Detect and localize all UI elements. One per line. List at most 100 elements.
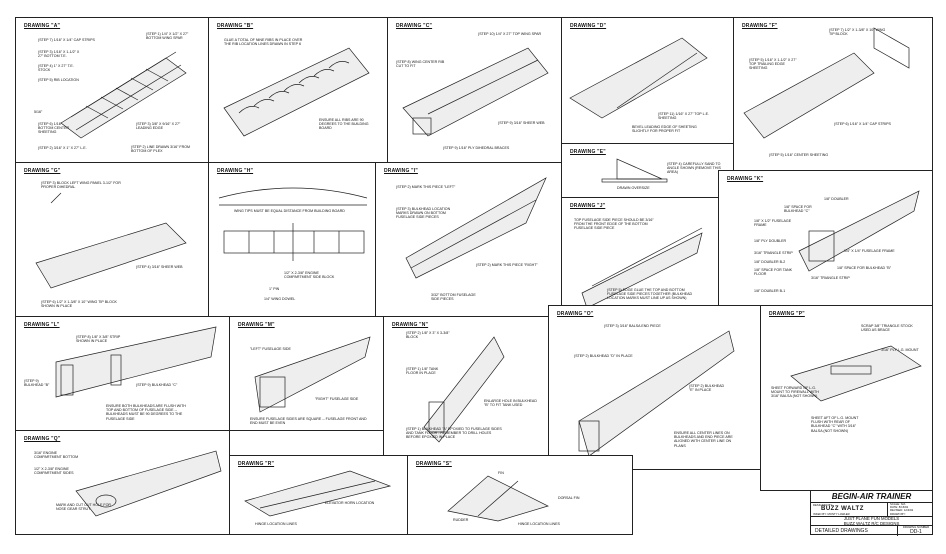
callout: SCRAP 3/8" TRIANGLE STOCK USED AS BRACE (861, 324, 913, 333)
callout: (STEP 2) 3/16" x 1" x 27" L.E. (38, 146, 87, 150)
callout: 1/2" x 2-3/8" ENGINE COMPARTMENT SIDE BL… (284, 271, 335, 280)
callout: 1/8" PLY DOUBLER (754, 239, 787, 243)
callout: 1/8" SPACE FOR TANK FLOOR (754, 268, 793, 277)
callout: DRAWN OVERSIZE (617, 186, 650, 190)
dihedral-illustration (35, 192, 187, 289)
callout: 1/8" x 1/2" FUSELAGE FRAME (754, 219, 792, 228)
drawing-o-panel: DRAWING "O" (STEP 3) 3/16" BALSA END PIE… (548, 305, 761, 470)
drawing-title: DRAWING "I" (384, 168, 418, 174)
callout: (STEP 6) 1/2" x 1-3/8" x 10" WING TIP BL… (41, 300, 117, 309)
callout: 1/4" x 1/4" FUSELAGE FRAME (844, 249, 895, 253)
callout: (STEP 3) BULKHEAD LOCATION MARKS DRAWN O… (396, 207, 451, 220)
drawing-g-panel: DRAWING "G" (STEP 3) BLOCK LEFT WING PAN… (15, 162, 209, 317)
callout: (STEP 7) 1/16" x 1/4" CAP STRIPS (38, 38, 95, 42)
callout: 1/8" DOUBLER B-2 (754, 260, 786, 264)
drawing-info: SCALE: N/A DATE: 8/16/92 REVISED: 12/4/9… (887, 502, 934, 516)
callout: ENSURE FUSELAGE SIDES ARE SQUARE -- FUSE… (250, 417, 367, 426)
callout: ENSURE ALL RIBS ARE 90 DEGREES TO THE BU… (319, 118, 369, 131)
callout: (STEP 1) 1/8" TANK FLOOR IN PLACE (406, 367, 439, 376)
fuselage-glue-illustration (581, 227, 703, 309)
callout: (STEP 5) RIB LOCATION (38, 78, 79, 82)
callout: HINGE LOCATION LINES (255, 522, 297, 526)
drawing-title: DRAWING "D" (570, 23, 607, 29)
drawn-by: DRAWN BY: (890, 511, 906, 516)
title-block: BEGIN-AIR TRAINER DESIGNED BY: BUZZ WALT… (810, 490, 934, 536)
callout: (STEP 11) 1/16" x 27" TOP L.E. SHEETING (658, 112, 709, 121)
drawing-l-panel: DRAWING "L" (STEP 8) 1/8" x 3/8" STRIP S… (15, 316, 230, 431)
drawing-title: DRAWING "A" (24, 23, 61, 29)
callout: 1/8" SPACE FOR BULKHEAD "B" (837, 266, 892, 270)
callout: "RIGHT" FUSELAGE SIDE (315, 397, 359, 401)
callout: 1/8" SPACE FOR BULKHEAD "C" (784, 205, 812, 214)
company-block: JUST PLANE FUN MODELS BUZZ WALTZ R/C DES… (811, 516, 932, 526)
drawing-f-panel: DRAWING "F" (STEP 7) 1/2" x 1-3/8" x 10"… (733, 17, 933, 171)
drawing-i-panel: DRAWING "I" (STEP 2) MARK THIS PIECE "LE… (375, 162, 562, 317)
drawing-number-box: DRAWING NUMBER DD-1 (897, 525, 934, 536)
drawing-title: DRAWING "G" (24, 168, 61, 174)
callout: 3/16" ENGINE COMPARTMENT BOTTOM (34, 451, 79, 460)
drawing-title: DRAWING "E" (570, 149, 606, 155)
callout: RUDDER (453, 518, 469, 522)
callout: (STEP 4) CAREFULLY SAND TO ANGLE SHOWN (… (667, 162, 721, 175)
callout: (STEP 1) BULKHEAD "A" EPOXIED TO FUSELAG… (406, 427, 502, 440)
drawing-title: DRAWING "J" (570, 203, 606, 209)
drawing-title: DRAWING "O" (557, 311, 594, 317)
engine-compartment-illustration (75, 450, 222, 517)
date: DATE: 8/16/92 (890, 505, 909, 510)
drawing-d-panel: DRAWING "D" (STEP 11) 1/16" x 27" TOP L.… (561, 17, 734, 144)
callout: 1/2" x 2-3/8" ENGINE COMPARTMENT SIDES (34, 467, 74, 476)
callout: 1/4" WING DOWEL (264, 297, 296, 301)
drawing-s-panel: DRAWING "S" FIN DORSAL FIN RUDDER HINGE … (407, 455, 633, 535)
callout: HINGE LOCATION LINES (518, 522, 560, 526)
callout: (STEP 5) EDGE GLUE THE TOP AND BOTTOM FU… (607, 288, 693, 301)
sanding-angle-illustration (601, 158, 668, 183)
fuselage-sides-illustration (405, 177, 547, 279)
callout: ENSURE BOTH BULKHEADS ARE FLUSH WITH TOP… (106, 404, 186, 421)
designed-by-label: DESIGNED BY: (813, 502, 833, 507)
callout: TOP FUSELAGE SIDE PIECE SHOULD BE 3/16" … (574, 218, 654, 231)
drawing-n-panel: DRAWING "N" (STEP 2) 1/8" x 3" x 3-3/8" … (383, 316, 549, 456)
tank-floor-illustration (423, 336, 505, 443)
fin-rudder-illustration (447, 475, 549, 522)
callout: ENLARGE HOLE IN BULKHEAD "B" TO FIT TANK… (484, 399, 537, 408)
drawing-j-panel: DRAWING "J" TOP FUSELAGE SIDE PIECE SHOU… (561, 197, 719, 321)
callout: (STEP 7) 1/2" x 1-3/8" x 10" WING TIP BL… (829, 28, 886, 37)
sheet-title: DETAILED DRAWINGS (815, 528, 868, 534)
company-name: BUZZ WALTZ R/C DESIGNS (843, 520, 900, 526)
callout: (STEP 3) 1/16" x 1-1/2" x 27" BOTTOM T.E… (38, 50, 80, 59)
callout: 3/16" PLY L.G. MOUNT (881, 348, 919, 352)
callout: 3/16" TRIANGLE STRIP (811, 276, 850, 280)
revised-date: REVISED: 12/4/92 (890, 508, 914, 513)
callout: 3/32" BOTTOM FUSELAGE SIDE PIECES (431, 293, 476, 302)
callout: (STEP 9) 3/16" SHEER WEB (498, 121, 545, 125)
fuselage-frame-illustration (798, 190, 920, 272)
drawing-sheet: DRAWING "A" (STEP 7) 1/16" x 1/4" CAP ST… (15, 17, 934, 536)
callout: 5/16" (34, 110, 43, 114)
drawing-title: DRAWING "K" (727, 176, 764, 182)
drawing-title: DRAWING "B" (217, 23, 254, 29)
callout: SHEET FORWARD OF L.G. MOUNT TO FIREWALL … (771, 386, 819, 399)
callout: (STEP 2) 1/8" x 3" x 3-3/8" BLOCK (406, 331, 450, 340)
drawing-title: DRAWING "N" (392, 322, 429, 328)
stabilizer-illustration (244, 470, 392, 517)
callout: BEVEL LEADING EDGE OF SHEETING SLIGHTLY … (632, 125, 697, 134)
scale: SCALE: N/A (890, 502, 906, 506)
drawing-p-panel: DRAWING "P" SCRAP 3/8" TRIANGLE STOCK US… (760, 305, 933, 491)
callout: (STEP 2) MARK THIS PIECE "LEFT" (396, 185, 456, 189)
callout: (STEP 2) MARK THIS PIECE "RIGHT" (476, 263, 538, 267)
callout: 1/8" DOUBLER B-1 (754, 289, 786, 293)
callout: (STEP 4) 3/16" SHEER WEB (136, 265, 183, 269)
callout: (STEP 10) 1/4" x 27" TOP WING SPAR (478, 32, 542, 36)
callout: (STEP 2) BULKHEAD "E" IN PLACE (689, 384, 725, 393)
drawing-k-panel: DRAWING "K" 1/8" DOUBLER 1/8" SPACE FOR … (718, 170, 933, 306)
callout: ENSURE ALL CENTER LINES ON BULKHEADS AND… (674, 431, 733, 448)
callout: (STEP 5) 1/16" CENTER SHEETING (769, 153, 829, 157)
callout: (STEP 9) BULKHEAD "C" (136, 383, 178, 387)
wing-spar-illustration (402, 47, 549, 137)
designer-name: BUZZ WALTZ (821, 506, 864, 512)
wing-alignment-illustration (218, 187, 368, 261)
callout: DORSAL FIN (558, 496, 580, 500)
drawing-c-panel: DRAWING "C" (STEP 10) 1/4" x 27" TOP WIN… (387, 17, 562, 163)
callout: (STEP 3) 3/16" BALSA END PIECE (604, 324, 661, 328)
company-name: JUST PLANE FUN MODELS (843, 516, 900, 521)
